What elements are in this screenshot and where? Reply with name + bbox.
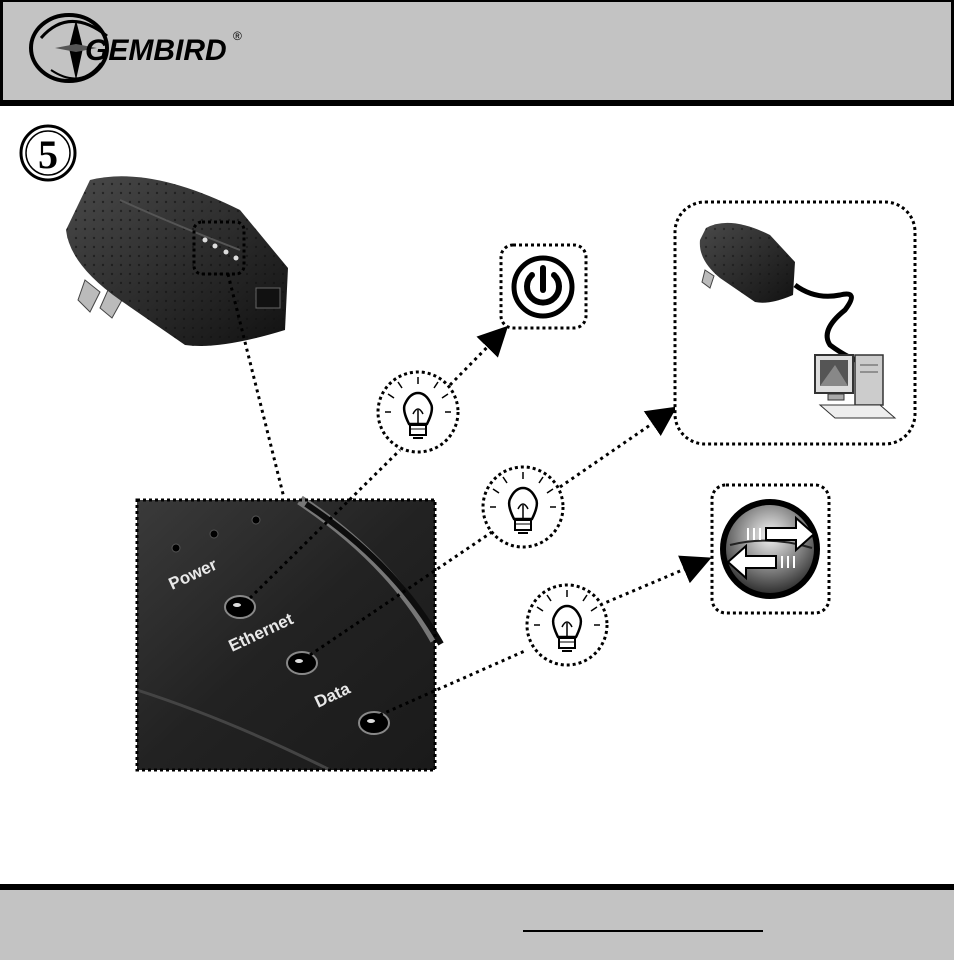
footer-bar [0, 884, 954, 960]
lightbulb-icon [483, 467, 563, 547]
lightbulb-icon [378, 372, 458, 452]
led-data [359, 712, 389, 734]
lightbulb-icon [527, 585, 607, 665]
footer-underline [523, 930, 763, 932]
pc-connected-icon [675, 202, 915, 444]
led-ethernet [287, 652, 317, 674]
data-transfer-icon [712, 485, 829, 613]
led-power [225, 596, 255, 618]
led-panel-zoom: Power Ethernet Data [137, 500, 441, 770]
powerline-adapter [66, 176, 288, 346]
step-number: 5 [21, 126, 75, 180]
power-icon [501, 245, 586, 328]
step-number-text: 5 [38, 132, 58, 177]
